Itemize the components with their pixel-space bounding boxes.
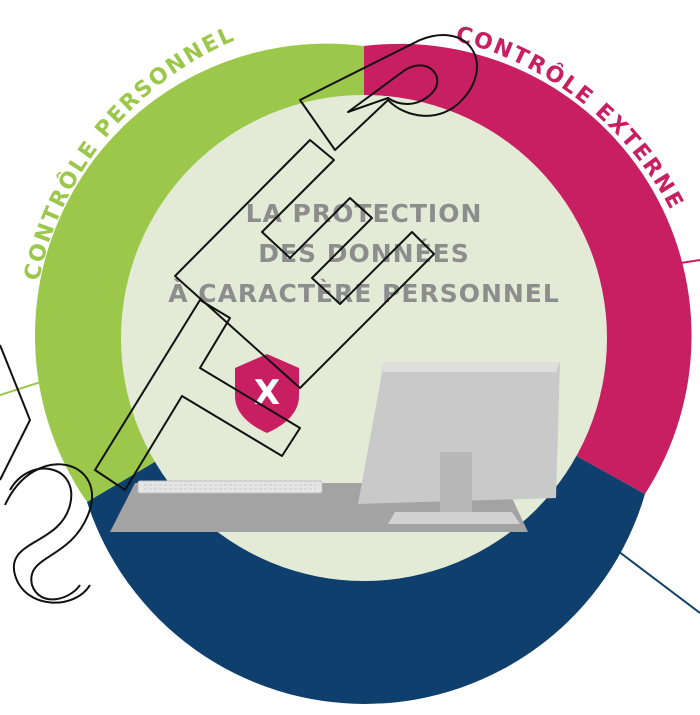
center-title-line-3: À CARACTÈRE PERSONNEL — [168, 279, 560, 308]
computer-illustration — [110, 362, 560, 532]
shield-letter: X — [254, 373, 280, 413]
center-title-line-2: DES DONNÉES — [258, 239, 470, 268]
watermark-stamp — [0, 34, 478, 604]
connector-line-self — [613, 547, 700, 614]
computer-monitor-icon — [358, 362, 560, 524]
center-title: LA PROTECTION DES DONNÉES À CARACTÈRE PE… — [168, 199, 560, 308]
center-title-line-1: LA PROTECTION — [246, 199, 483, 228]
connector-line-external — [667, 259, 700, 266]
connector-line-personal — [0, 371, 73, 396]
keyboard-icon — [137, 480, 323, 494]
